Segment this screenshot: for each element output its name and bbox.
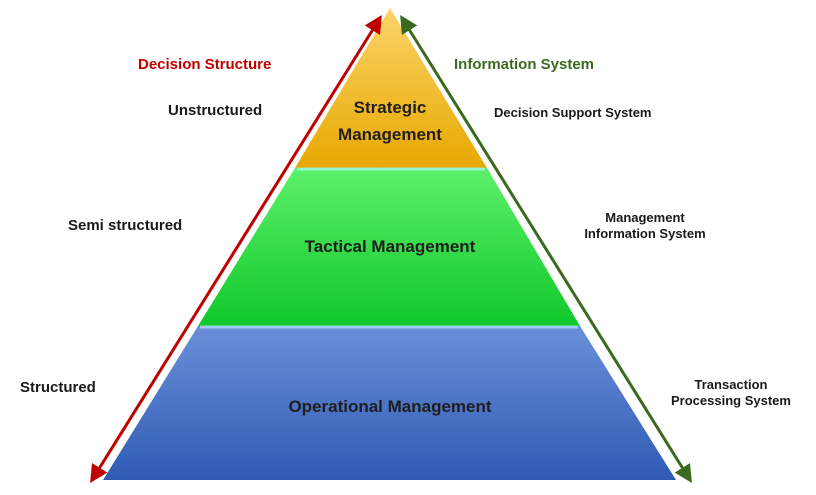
- information-system-heading: Information System: [454, 56, 595, 73]
- info-system-transaction-line2: Processing System: [671, 393, 791, 409]
- decision-structure-heading: Decision Structure: [138, 56, 272, 73]
- decision-level-structured: Structured: [20, 379, 96, 396]
- tier-label-operational-line1: Operational Management: [288, 397, 492, 416]
- decision-level-semi-structured: Semi structured: [68, 217, 183, 234]
- info-system-decision-support: Decision Support System: [494, 105, 652, 120]
- double-headed-arrow-icon: [90, 14, 382, 484]
- tier-label-strategic-line2: Management: [338, 125, 442, 145]
- decision-level-unstructured: Unstructured: [168, 102, 263, 119]
- tier-label-strategic-line1: Strategic: [353, 98, 427, 117]
- info-system-transaction-processing: Transaction Processing System: [656, 377, 806, 410]
- info-system-management-line1: Management: [605, 210, 685, 225]
- double-headed-arrow-icon: [400, 14, 692, 484]
- info-system-management-line2: Information System: [584, 226, 706, 242]
- tier-label-strategic: Strategic Management: [315, 94, 465, 148]
- tier-label-tactical-line1: Tactical Management: [304, 237, 476, 256]
- tier-label-tactical: Tactical Management: [270, 236, 510, 257]
- info-system-transaction-line1: Transaction: [694, 377, 768, 392]
- info-system-management-information: Management Information System: [570, 210, 720, 243]
- tier-label-operational: Operational Management: [250, 396, 530, 417]
